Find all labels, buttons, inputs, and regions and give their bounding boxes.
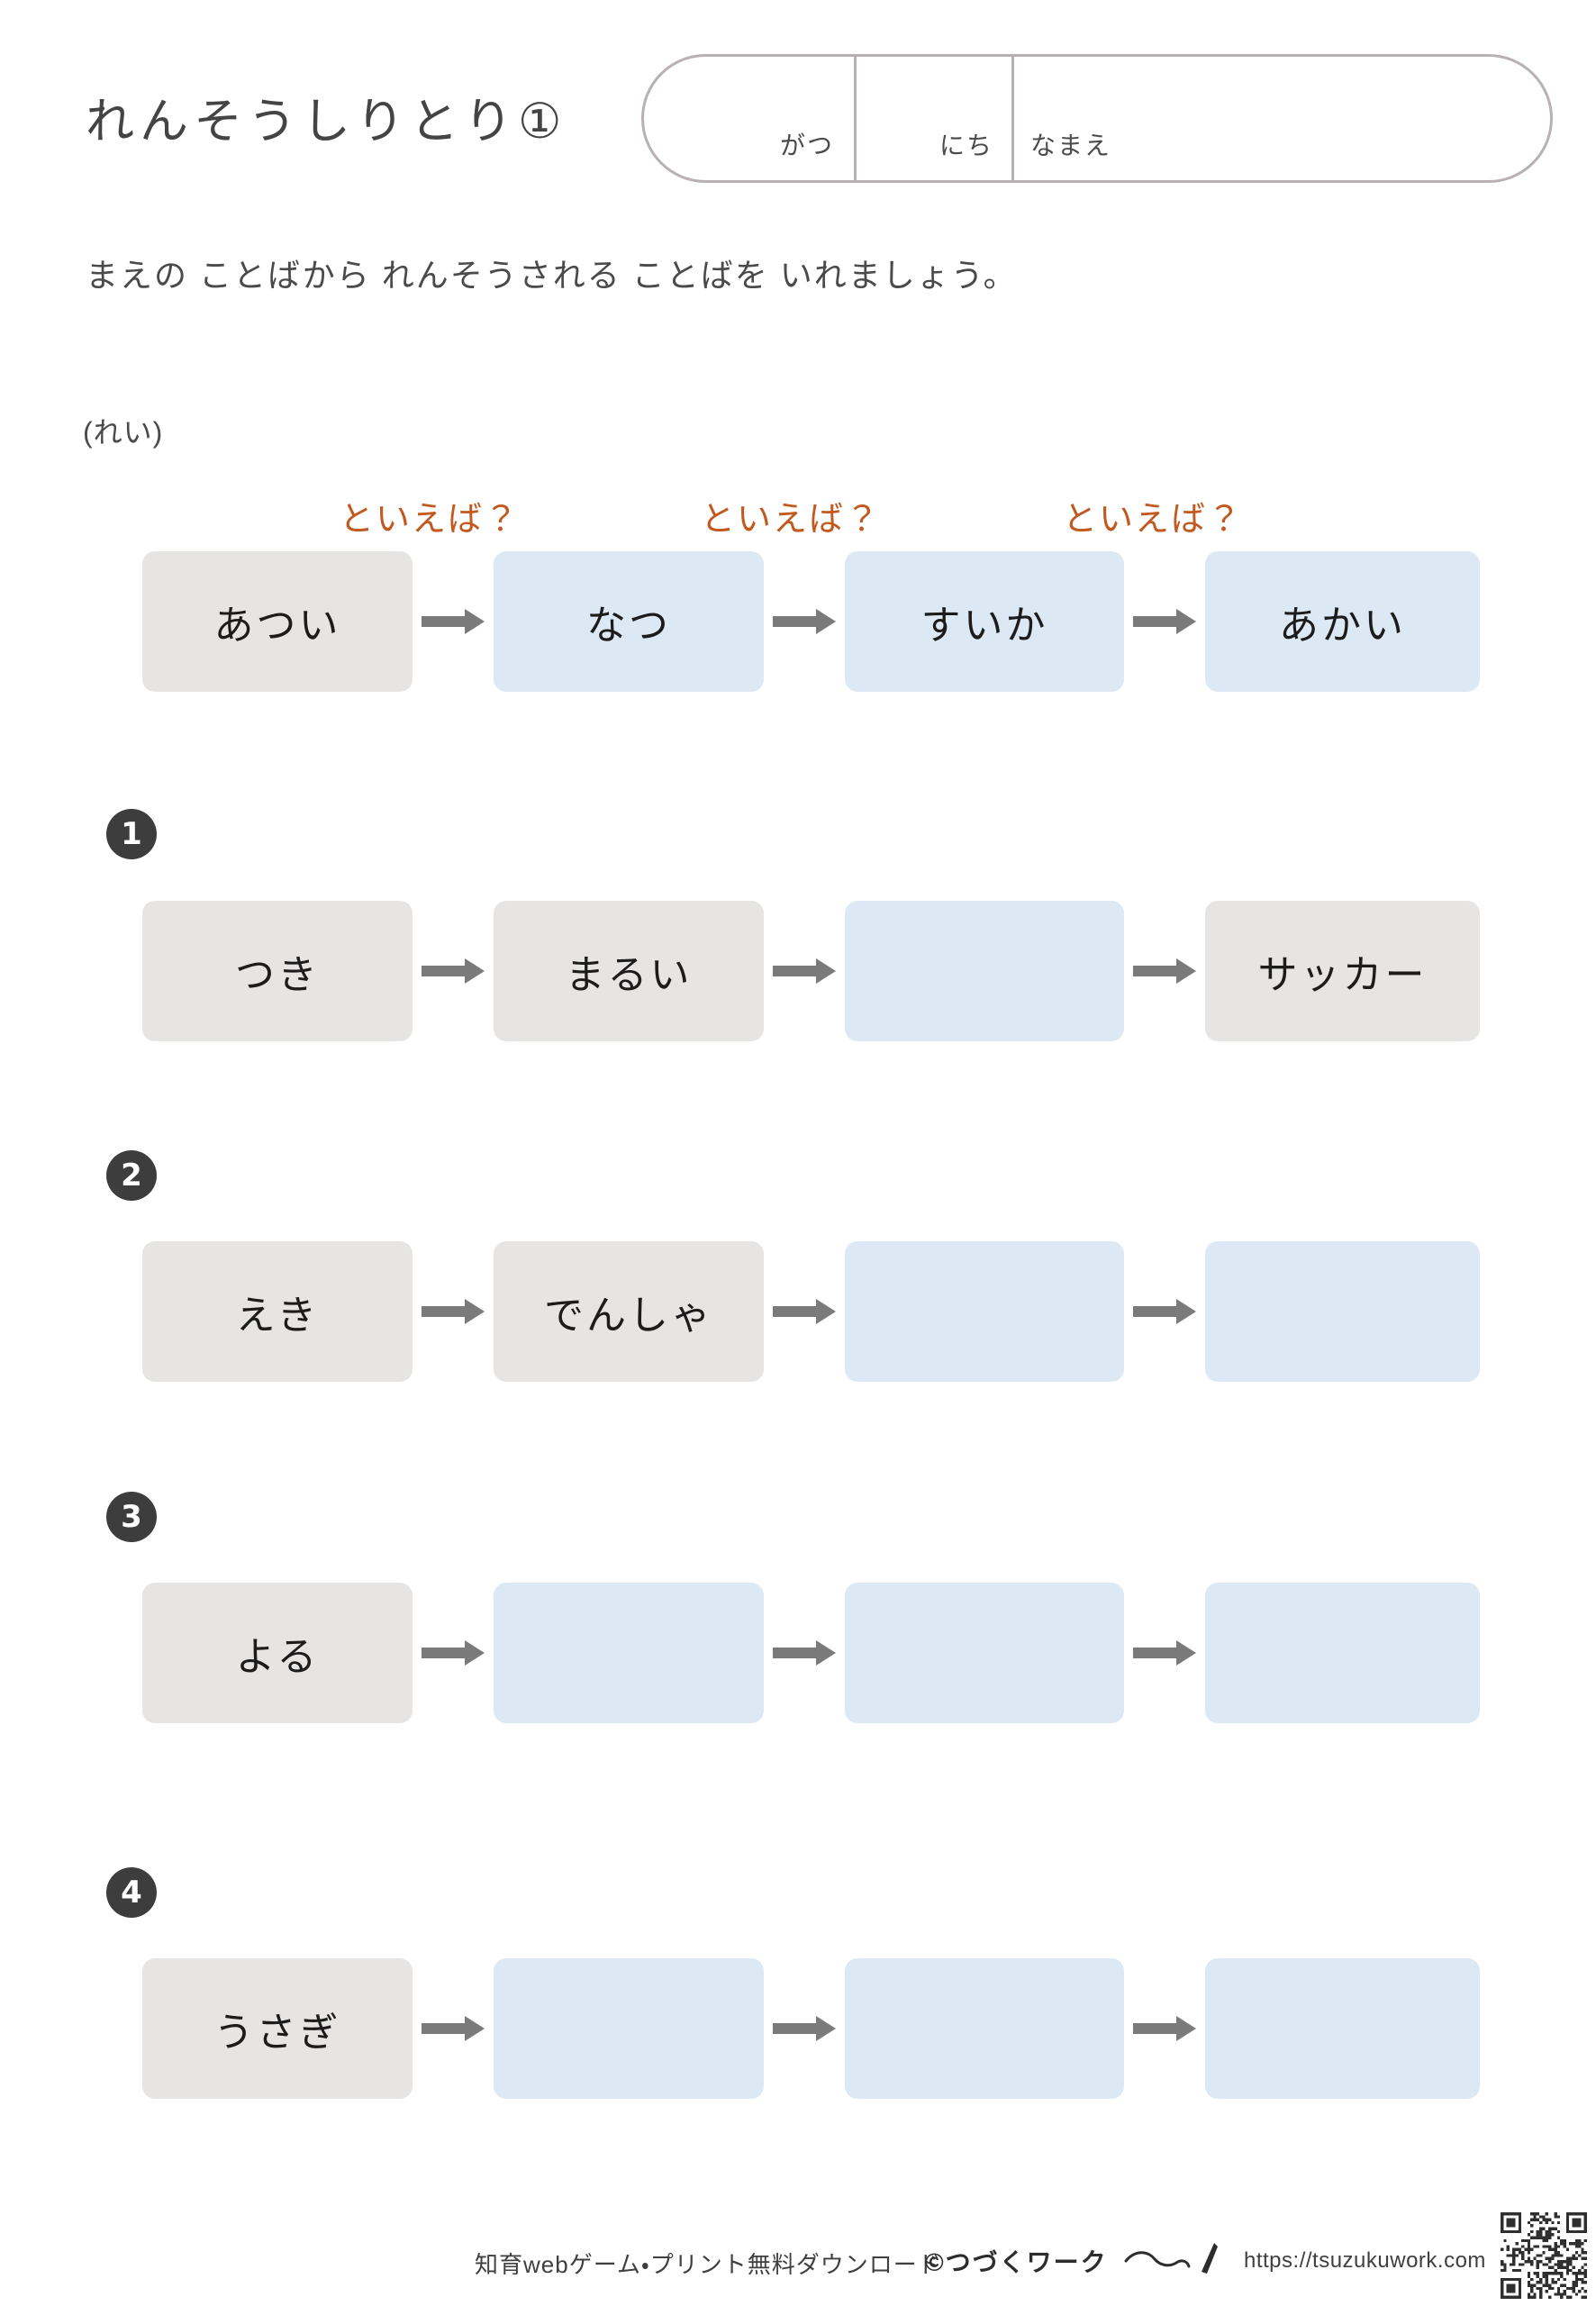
word-card: すいか [845, 551, 1124, 692]
name-field[interactable]: なまえ [1011, 57, 1555, 180]
answer-blank-card[interactable] [845, 1241, 1124, 1382]
prompt-toieba-label: といえば？ [1063, 501, 1244, 539]
footer-url[interactable]: https://tsuzukuwork.com [1244, 2248, 1486, 2273]
footer-brand: ©つづくワーク [925, 2248, 1108, 2276]
word-chain: えき でんしゃ [0, 1241, 1596, 1382]
flow-arrow-icon [1133, 2016, 1196, 2041]
word-card-label: よる [235, 1635, 320, 1679]
prompt-toieba-label: といえば？ [340, 501, 521, 539]
word-chain: うさぎ [0, 1958, 1596, 2099]
day-field[interactable]: にち [854, 57, 1011, 180]
flow-arrow-icon [422, 609, 485, 634]
problem-number-badge: 3 [106, 1492, 157, 1542]
word-card: よる [142, 1583, 413, 1723]
answer-blank-card[interactable] [1205, 1241, 1480, 1382]
word-card-label: すいか [920, 604, 1048, 648]
page-header: れんそうしりとり① がつ にち なまえ [0, 47, 1596, 191]
answer-blank-card[interactable] [1205, 1583, 1480, 1723]
example-label: (れい) [83, 416, 164, 449]
answer-blank-card[interactable] [1205, 1958, 1480, 2099]
word-card-label: あかい [1279, 604, 1406, 648]
flow-arrow-icon [773, 1640, 836, 1666]
word-card-label: まるい [565, 953, 693, 997]
prompt-toieba-label: といえば？ [701, 501, 882, 539]
word-card: うさぎ [142, 1958, 413, 2099]
answer-blank-card[interactable] [494, 1958, 764, 2099]
flow-arrow-icon [1133, 1299, 1196, 1324]
word-card: つき [142, 901, 413, 1041]
answer-blank-card[interactable] [845, 1583, 1124, 1723]
flow-arrow-icon [422, 1640, 485, 1666]
page-footer: 知育webゲーム・プリント無料ダウンロード ©つづくワーク https://ts… [0, 2227, 1596, 2306]
day-label: にち [939, 132, 993, 159]
flow-arrow-icon [773, 609, 836, 634]
answer-blank-card[interactable] [845, 1958, 1124, 2099]
signature-logo-icon [1124, 2243, 1218, 2274]
word-card: あかい [1205, 551, 1480, 692]
word-card: でんしゃ [494, 1241, 764, 1382]
word-card-label: でんしゃ [544, 1294, 713, 1338]
flow-arrow-icon [422, 2016, 485, 2041]
word-card-label: えき [235, 1294, 320, 1338]
word-chain: つき まるい サッカー [0, 901, 1596, 1041]
instruction-text: まえの ことばから れんそうされる ことばを いれましょう。 [86, 257, 1018, 294]
footer-description: 知育webゲーム・プリント無料ダウンロード [475, 2251, 942, 2278]
answer-blank-card[interactable] [845, 901, 1124, 1041]
flow-arrow-icon [1133, 609, 1196, 634]
answer-blank-card[interactable] [494, 1583, 764, 1723]
word-card-label: つき [235, 953, 320, 997]
month-label: がつ [779, 132, 834, 159]
word-card: まるい [494, 901, 764, 1041]
flow-arrow-icon [773, 2016, 836, 2041]
flow-arrow-icon [773, 1299, 836, 1324]
qr-code-icon [1501, 2212, 1587, 2299]
problem-number-badge: 1 [106, 809, 157, 859]
word-card-label: サッカー [1257, 953, 1428, 997]
word-card-label: うさぎ [213, 2011, 341, 2055]
problem-number-badge: 2 [106, 1150, 157, 1201]
flow-arrow-icon [422, 958, 485, 984]
flow-arrow-icon [1133, 958, 1196, 984]
word-card: なつ [494, 551, 764, 692]
word-chain: あつい なつ すいか あかい [0, 551, 1596, 692]
flow-arrow-icon [773, 958, 836, 984]
page-title: れんそうしりとり① [86, 95, 567, 149]
word-card: えき [142, 1241, 413, 1382]
name-date-box: がつ にち なまえ [641, 54, 1553, 183]
problem-number-badge: 4 [106, 1867, 157, 1918]
word-card-label: あつい [213, 604, 341, 648]
flow-arrow-icon [422, 1299, 485, 1324]
month-field[interactable]: がつ [644, 57, 854, 180]
name-label: なまえ [1030, 132, 1112, 159]
word-card: あつい [142, 551, 413, 692]
word-chain: よる [0, 1583, 1596, 1723]
flow-arrow-icon [1133, 1640, 1196, 1666]
word-card: サッカー [1205, 901, 1480, 1041]
word-card-label: なつ [586, 604, 671, 648]
